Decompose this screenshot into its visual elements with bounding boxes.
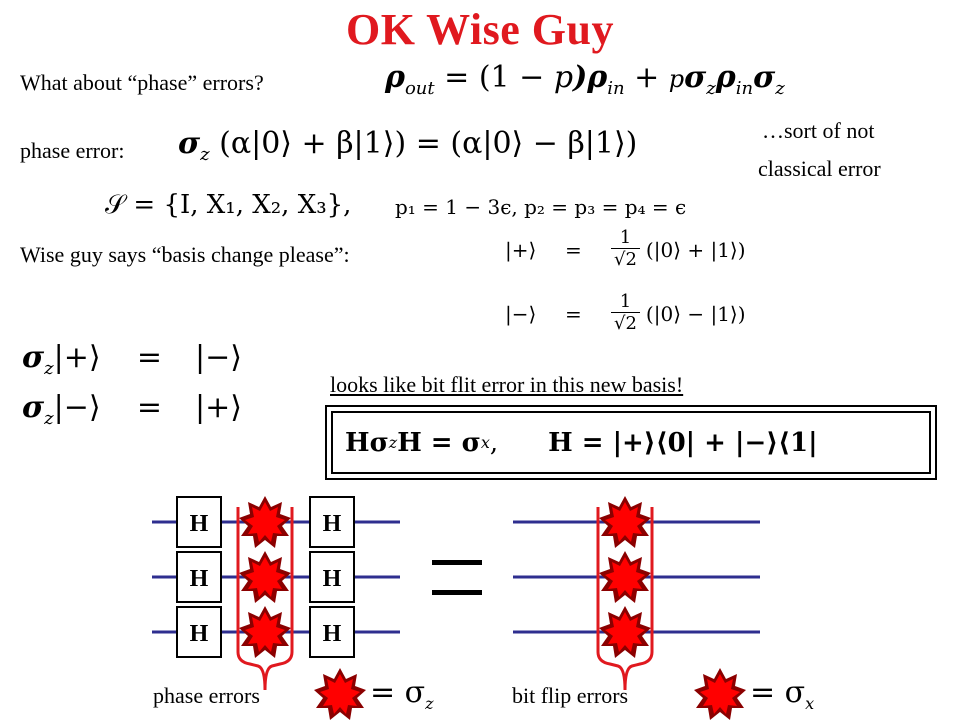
minus-rhs: (|0⟩ − |1⟩) xyxy=(645,301,746,326)
error-star-right-2 xyxy=(599,551,651,603)
h-label-l3: H xyxy=(190,621,209,647)
error-star-right-3 xyxy=(599,606,651,658)
sigma-eq-row2: σz|−⟩ = |+⟩ xyxy=(22,390,242,429)
minus-ket: |−⟩ xyxy=(505,301,537,326)
minus-eq: = xyxy=(565,301,582,326)
eq-row1: = xyxy=(136,340,163,375)
rhs-row2: |+⟩ xyxy=(195,390,242,425)
phase-legend-eq: = σz xyxy=(370,675,434,713)
legend-star-phase xyxy=(314,668,366,720)
phase-errors-label: phase errors xyxy=(153,683,260,708)
sigma-row1-sub: z xyxy=(44,358,54,379)
sigma-row2-sub: z xyxy=(44,408,54,429)
note-line2: classical error xyxy=(758,156,881,181)
comma: , xyxy=(489,427,499,458)
phase-eq-sub: z xyxy=(425,694,434,713)
h-gate-left-2 xyxy=(176,551,222,603)
rho-out-equation: ρout = (1 − p)ρin + pσzρinσz xyxy=(385,60,785,99)
eq-part: = (1 − xyxy=(434,60,554,95)
h-gate-left-3 xyxy=(176,606,222,658)
error-star-right-1 xyxy=(599,496,651,548)
equals-bar-bottom xyxy=(432,590,482,595)
note-line1: …sort of not xyxy=(762,118,875,143)
error-star-left-3 xyxy=(239,606,291,658)
minus-frac-num: 1 xyxy=(619,291,632,312)
error-star-left-1 xyxy=(239,496,291,548)
minus-fraction: 1√2 xyxy=(611,292,640,335)
h-label-r3: H xyxy=(323,621,342,647)
ket-row2: |−⟩ xyxy=(53,390,101,425)
h-label-l1: H xyxy=(190,511,209,537)
rho-symbol: ρ xyxy=(385,60,405,95)
phase-errors-question: What about “phase” errors? xyxy=(20,70,264,95)
rho-out-sub: out xyxy=(404,78,435,99)
bracket-left xyxy=(236,507,294,691)
p-symbol: p xyxy=(553,60,574,95)
plus-frac-den: √2 xyxy=(611,248,640,271)
error-probabilities: p₁ = 1 − 3ϵ, p₂ = p₃ = p₄ = ϵ xyxy=(395,195,687,219)
phase-error-label: phase error: xyxy=(20,138,125,163)
error-set-equation: 𝒮 = {I, X₁, X₂, X₃}, xyxy=(105,190,352,220)
rho-in-sub-2: in xyxy=(735,78,754,99)
bit-flip-note: looks like bit flit error in this new ba… xyxy=(330,372,684,397)
sigma-eq-row1: σz|+⟩ = |−⟩ xyxy=(22,340,242,379)
h-gate-left-1 xyxy=(176,496,222,548)
phase-equation-body: (α|0⟩ + β|1⟩) = (α|0⟩ − β|1⟩) xyxy=(209,126,638,161)
sigma-z-symbol: σ xyxy=(178,126,201,161)
slide-title: OK Wise Guy xyxy=(346,5,614,54)
h-eq-sigma: H = σ xyxy=(397,427,481,458)
minus-frac-den: √2 xyxy=(611,312,640,335)
plus-ket: |+⟩ xyxy=(505,237,537,262)
basis-change-label: Wise guy says “basis change please”: xyxy=(20,242,350,267)
rho-in-sub: in xyxy=(607,78,625,99)
h-definition: H = |+⟩⟨0| + |−⟩⟨1| xyxy=(548,427,818,458)
rho-in-part: )ρ xyxy=(573,60,608,95)
bracket-right xyxy=(596,507,654,691)
h-label-l2: H xyxy=(190,566,209,592)
error-star-left-2 xyxy=(239,551,291,603)
equals-bar-top xyxy=(432,560,482,565)
sigma-z-sub-2: z xyxy=(775,78,785,99)
eq-row2: = xyxy=(136,390,163,425)
plus-sign: + xyxy=(624,60,669,95)
plus-fraction: 1√2 xyxy=(611,228,640,271)
h-gate-right-3 xyxy=(309,606,355,658)
h-gate-right-2 xyxy=(309,551,355,603)
phase-eq-sigma: = σ xyxy=(370,675,426,710)
h-label-r1: H xyxy=(323,511,342,537)
sigma-row2: σ xyxy=(22,390,45,425)
plus-eq: = xyxy=(565,237,582,262)
h-label-r2: H xyxy=(323,566,342,592)
bit-eq-sigma: = σ xyxy=(750,675,806,710)
bitflip-legend-eq: = σx xyxy=(750,675,814,713)
h-gate-right-1 xyxy=(309,496,355,548)
sigma-symbol: σ xyxy=(684,60,707,95)
minus-state-def: |−⟩ = 1√2 (|0⟩ − |1⟩) xyxy=(505,292,746,335)
phase-error-equation: σz (α|0⟩ + β|1⟩) = (α|0⟩ − β|1⟩) xyxy=(178,126,637,165)
rhs-row1: |−⟩ xyxy=(195,340,242,375)
bit-eq-sub: x xyxy=(805,694,815,713)
sigma-row1: σ xyxy=(22,340,45,375)
h-sigma: Hσ xyxy=(345,427,389,458)
ket-row1: |+⟩ xyxy=(53,340,101,375)
bit-flip-errors-label: bit flip errors xyxy=(512,683,629,708)
h-sigma-x-sub: x xyxy=(480,433,490,452)
sigma-symbol-2: σ xyxy=(753,60,776,95)
h-sigma-sub: z xyxy=(388,433,398,452)
sigma-z-sub: z xyxy=(706,78,716,99)
plus-frac-num: 1 xyxy=(619,227,632,248)
p-symbol-2: p xyxy=(668,65,685,93)
rho-symbol-2: ρ xyxy=(715,60,736,95)
sigma-z-sub-3: z xyxy=(200,144,210,165)
plus-state-def: |+⟩ = 1√2 (|0⟩ + |1⟩) xyxy=(505,228,746,271)
plus-rhs: (|0⟩ + |1⟩) xyxy=(645,237,746,262)
legend-star-bitflip xyxy=(694,668,746,720)
